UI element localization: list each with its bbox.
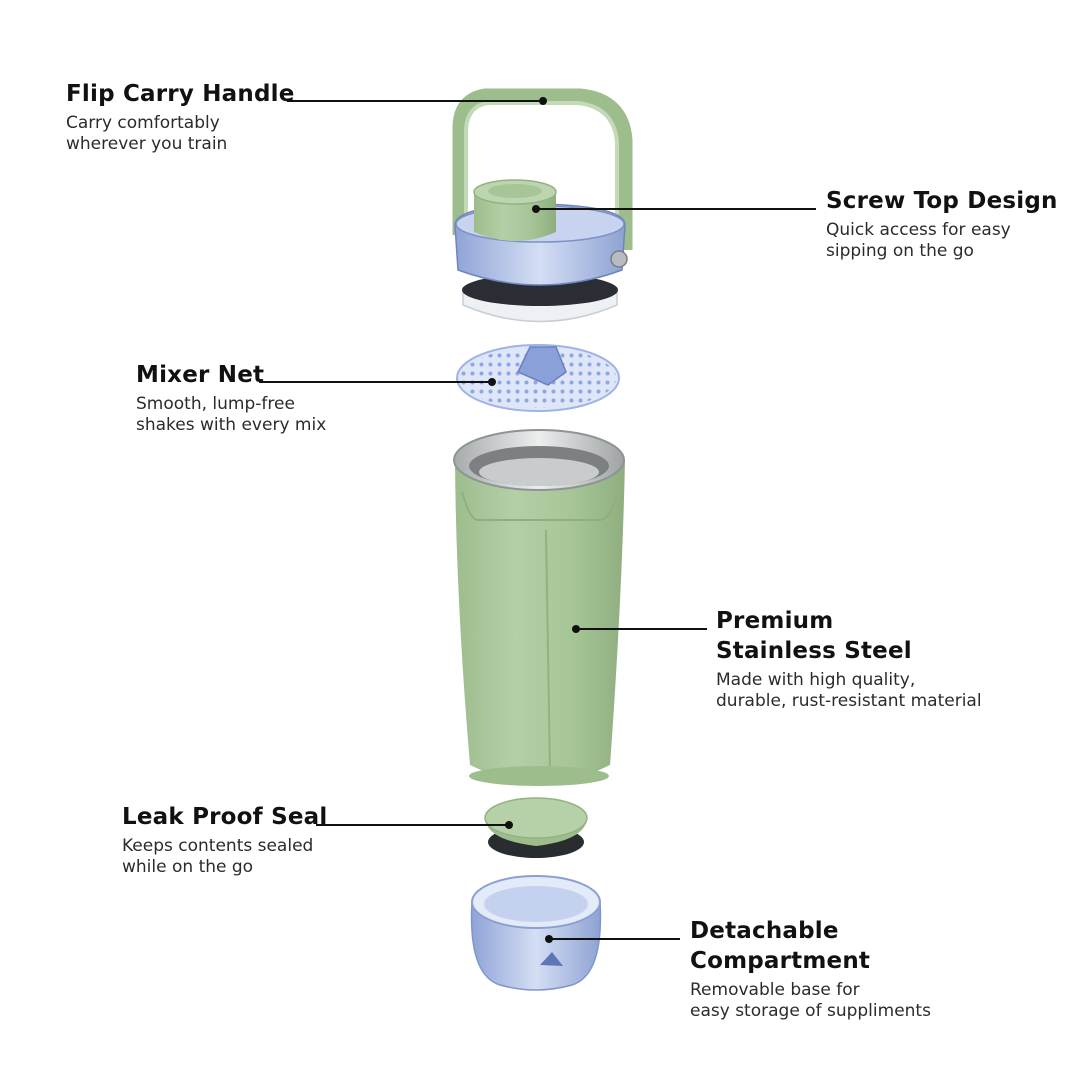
leader-dot-mixer [488, 378, 496, 386]
feature-title: Flip Carry Handle [66, 81, 295, 107]
leader-dot-screw-top [532, 205, 540, 213]
leader-dot-compartment [545, 935, 553, 943]
feature-description: Keeps contents sealed while on the go [122, 836, 314, 877]
leader-dot-seal [505, 821, 513, 829]
feature-title: Leak Proof Seal [122, 804, 328, 830]
feature-mixer-net: Mixer Net Smooth, lump-free shakes with … [136, 360, 326, 436]
feature-premium-stainless-steel: Premium Stainless Steel Made with high q… [716, 606, 982, 712]
detachable-compartment [470, 875, 602, 991]
leader-lines [259, 97, 816, 943]
feature-leak-proof-seal: Leak Proof Seal Keeps contents sealed wh… [122, 802, 327, 878]
screw-top-lid [454, 179, 628, 323]
feature-description: Made with high quality, durable, rust-re… [716, 670, 982, 711]
feature-description: Removable base for easy storage of suppl… [690, 980, 931, 1021]
feature-title: Detachable Compartment [690, 918, 871, 974]
feature-title: Mixer Net [136, 362, 265, 388]
feature-description: Carry comfortably wherever you train [66, 113, 228, 154]
stainless-steel-body [453, 429, 625, 786]
feature-detachable-compartment: Detachable Compartment Removable base fo… [690, 916, 931, 1022]
feature-description: Quick access for easy sipping on the go [826, 220, 1011, 261]
feature-description: Smooth, lump-free shakes with every mix [136, 394, 327, 435]
feature-title: Premium Stainless Steel [716, 608, 912, 664]
feature-title: Screw Top Design [826, 188, 1058, 214]
mixer-net [456, 344, 620, 412]
feature-screw-top-design: Screw Top Design Quick access for easy s… [826, 186, 1058, 262]
leak-proof-seal [484, 797, 588, 858]
leader-dot-steel [572, 625, 580, 633]
flip-carry-handle [452, 88, 633, 250]
leader-dot-handle [539, 97, 547, 105]
feature-flip-carry-handle: Flip Carry Handle Carry comfortably wher… [66, 79, 295, 155]
